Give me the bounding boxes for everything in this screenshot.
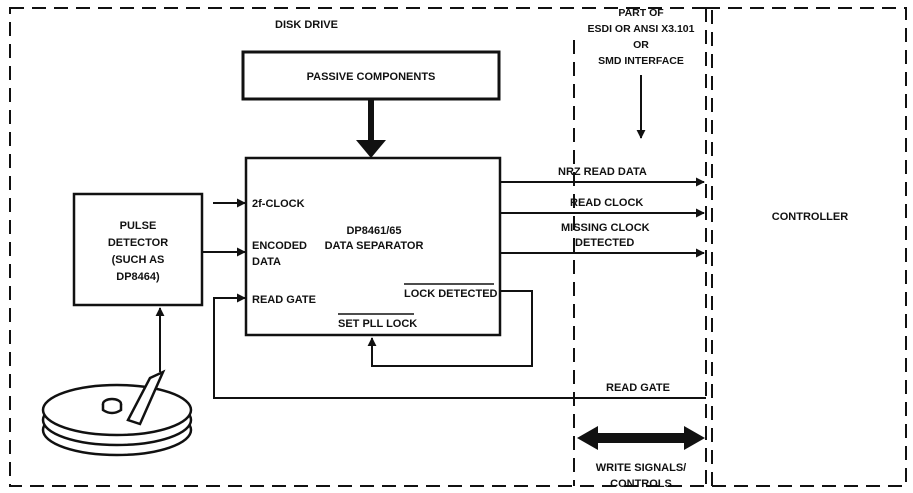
read-clock-label: READ CLOCK [570,197,643,209]
write-signals-bidirectional-arrow [577,426,705,450]
svg-text:(SUCH AS: (SUCH AS [112,254,165,266]
passive-to-separator-arrowhead [356,140,386,158]
read-head-arm [126,369,166,426]
disk-drive-label: DISK DRIVE [275,19,338,31]
svg-text:DP8464): DP8464) [116,271,160,283]
svg-text:DATA: DATA [252,256,281,268]
data-separator-title: DP8461/65 DATA SEPARATOR [325,225,424,252]
svg-text:PART OF: PART OF [618,7,664,19]
svg-text:WRITE SIGNALS/: WRITE SIGNALS/ [596,462,686,474]
svg-text:SMD INTERFACE: SMD INTERFACE [598,55,684,67]
svg-text:PULSE: PULSE [120,220,157,232]
disk-drive-boundary [9,7,713,487]
missing-clock-label: MISSING CLOCK DETECTED [561,222,650,249]
pulse-detector-block [72,192,204,307]
read-gate-feedback-line [213,293,706,399]
two-f-clock-pin-label: 2f-CLOCK [252,198,305,210]
data-separator-block [244,156,502,337]
svg-text:DP8461/65: DP8461/65 [346,225,401,237]
lock-detected-pin-label: LOCK DETECTED [404,288,498,300]
passive-components-label: PASSIVE COMPONENTS [307,71,436,83]
pulse-detector-label: PULSE DETECTOR (SUCH AS DP8464) [108,220,168,283]
interface-note: PART OF ESDI OR ANSI X3.101 OR SMD INTER… [588,7,695,67]
svg-text:DETECTED: DETECTED [575,237,634,249]
svg-text:CONTROLS: CONTROLS [610,478,672,490]
set-pll-lock-pin-label: SET PLL LOCK [338,318,417,330]
svg-text:DATA SEPARATOR: DATA SEPARATOR [325,240,424,252]
svg-text:DETECTOR: DETECTOR [108,237,168,249]
encoded-data-pin-label: ENCODED DATA [252,240,307,268]
nrz-read-data-label: NRZ READ DATA [558,166,647,178]
controller-label: CONTROLLER [772,211,848,223]
disk-platter-stack [41,383,193,457]
read-gate-signal-label: READ GATE [606,382,670,394]
lock-feedback-loop [367,290,533,367]
read-gate-pin-label: READ GATE [252,294,316,306]
svg-text:ESDI OR ANSI X3.101: ESDI OR ANSI X3.101 [588,23,695,35]
passive-components-block [241,50,501,101]
svg-text:MISSING CLOCK: MISSING CLOCK [561,222,650,234]
svg-text:ENCODED: ENCODED [252,240,307,252]
write-signals-label: WRITE SIGNALS/ CONTROLS [596,462,686,490]
svg-text:OR: OR [633,39,649,51]
controller-boundary [705,7,907,487]
